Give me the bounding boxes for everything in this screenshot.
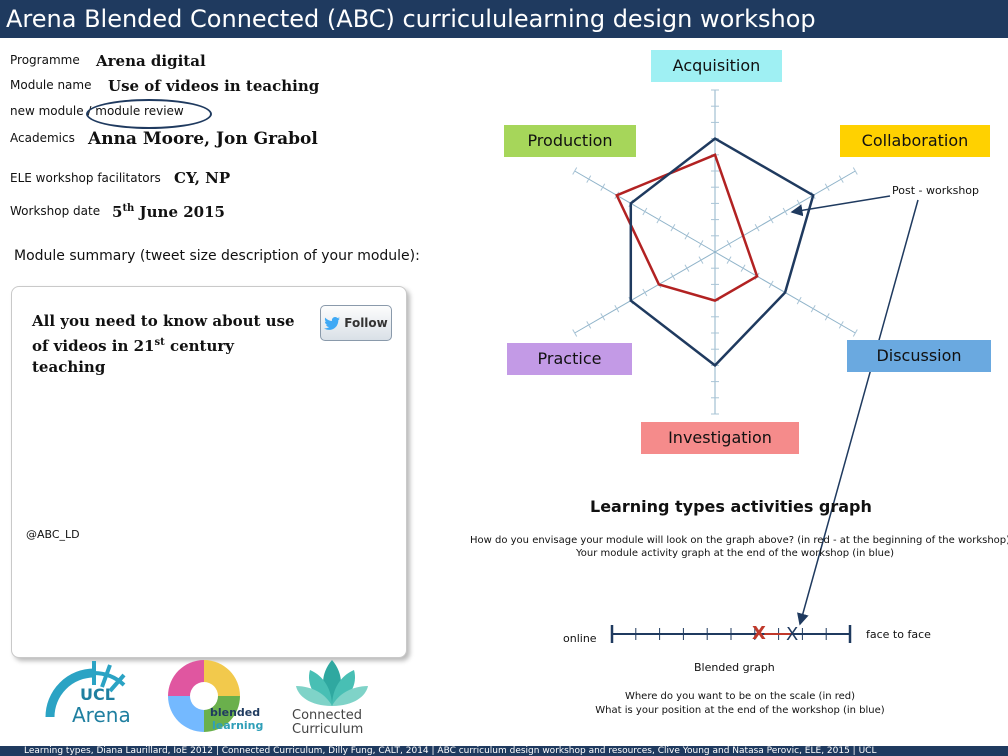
radar-tick-collaboration-10	[852, 167, 858, 175]
radar-series-red-pre	[615, 153, 759, 302]
workshop-date-value: 5th June 2015	[112, 203, 225, 221]
ucl-arena-graphic	[45, 661, 126, 718]
footer-credits: Learning types, Diana Laurillard, IoE 20…	[0, 746, 1008, 756]
radar-tick-collaboration-5	[782, 207, 788, 216]
facilitators-value: CY, NP	[174, 169, 231, 187]
radar-tick-production-2	[684, 232, 690, 240]
facilitators-label: ELE workshop facilitators	[10, 171, 161, 185]
radar-tick-practice-2	[684, 264, 690, 272]
blended-graph-title: Blended graph	[694, 661, 775, 674]
tweet-box[interactable]	[11, 286, 407, 658]
radar-tick-collaboration-3	[754, 223, 760, 232]
radar-tick-practice-3	[670, 272, 676, 281]
radar-tick-discussion-1	[726, 256, 732, 264]
scale-marker-red: X	[752, 623, 766, 644]
radar-tick-production-4	[656, 215, 662, 224]
radar-tick-collaboration-4	[768, 215, 774, 224]
connected-logo-text: Connected	[292, 708, 363, 723]
module-name-value: Use of videos in teaching	[108, 77, 320, 95]
ucl-arena-logo: UCL Arena	[36, 655, 136, 735]
category-practice: Practice	[507, 343, 632, 375]
twitter-handle: @ABC_LD	[26, 528, 80, 541]
radar-tick-practice-5	[642, 288, 648, 297]
category-acquisition: Acquisition	[651, 50, 782, 82]
academics-label: Academics	[10, 131, 75, 145]
scale-position-arrow	[797, 199, 919, 626]
radar-tick-practice-7	[614, 304, 620, 313]
radar-tick-discussion-10	[852, 329, 858, 337]
academics-value: Anna Moore, Jon Grabol	[88, 129, 318, 149]
instruction-red: How do you envisage your module will loo…	[470, 535, 1008, 546]
radar-tick-production-5	[642, 207, 648, 216]
post-workshop-arrow	[790, 195, 891, 217]
learning-types-graph-title: Learning types activities graph	[590, 497, 872, 516]
ucl-logo-text: UCL	[80, 685, 115, 704]
lotus-graphic	[296, 660, 368, 706]
radar-tick-practice-9	[586, 321, 592, 329]
twitter-bird-icon	[324, 316, 341, 330]
post-workshop-label: Post - workshop	[892, 184, 980, 197]
curriculum-logo-text: Curriculum	[292, 722, 364, 737]
radar-tick-discussion-4	[768, 280, 774, 289]
scale-question-blue: What is your position at the end of the …	[595, 705, 885, 716]
scale-marker-blue: X	[786, 624, 799, 645]
scale-online-label: online	[563, 632, 597, 645]
radar-tick-production-3	[670, 223, 676, 232]
radar-tick-production-10	[572, 167, 578, 175]
twitter-follow-button[interactable]: Follow	[320, 305, 392, 341]
radar-tick-discussion-7	[810, 304, 816, 313]
blended-learning-logo: blended learning	[164, 656, 264, 736]
radar-tick-production-8	[600, 183, 606, 191]
radar-tick-discussion-2	[740, 264, 746, 272]
programme-value: Arena digital	[96, 52, 206, 70]
radar-tick-practice-10	[572, 329, 578, 337]
category-production: Production	[504, 125, 636, 157]
puzzle-circle-graphic	[168, 660, 240, 732]
radar-series-blue-post	[629, 137, 815, 368]
module-name-label: Module name	[10, 78, 92, 92]
tweet-text: All you need to know about use of videos…	[32, 312, 295, 376]
radar-tick-practice-1	[698, 256, 704, 264]
scale-face-to-face-label: face to face	[866, 628, 931, 641]
instruction-blue: Your module activity graph at the end of…	[575, 548, 895, 559]
radar-tick-production-1	[698, 240, 704, 248]
category-collaboration: Collaboration	[840, 125, 990, 157]
module-summary-title: Module summary (tweet size description o…	[14, 248, 420, 264]
radar-tick-discussion-8	[824, 313, 830, 321]
programme-label: Programme	[10, 53, 80, 67]
radar-tick-collaboration-6	[796, 199, 802, 208]
radar-tick-production-9	[586, 175, 592, 183]
learning-logo-text: learning	[212, 719, 264, 732]
radar-tick-practice-8	[600, 313, 606, 321]
follow-label: Follow	[344, 316, 388, 330]
module-review-circle	[86, 99, 212, 129]
category-investigation: Investigation	[641, 422, 799, 454]
radar-tick-discussion-6	[796, 296, 802, 305]
category-discussion: Discussion	[847, 340, 991, 372]
scale-question-red: Where do you want to be on the scale (in…	[624, 691, 856, 702]
workshop-date-label: Workshop date	[10, 204, 101, 218]
radar-tick-collaboration-9	[838, 175, 844, 183]
radar-tick-discussion-9	[838, 321, 844, 329]
blended-logo-text: blended	[210, 706, 261, 719]
page-title: Arena Blended Connected (ABC) curriculul…	[0, 0, 1008, 38]
arena-logo-text: Arena	[72, 703, 131, 727]
radar-tick-collaboration-8	[824, 183, 830, 191]
connected-curriculum-logo: Connected Curriculum	[290, 656, 374, 737]
radar-tick-collaboration-1	[726, 240, 732, 248]
